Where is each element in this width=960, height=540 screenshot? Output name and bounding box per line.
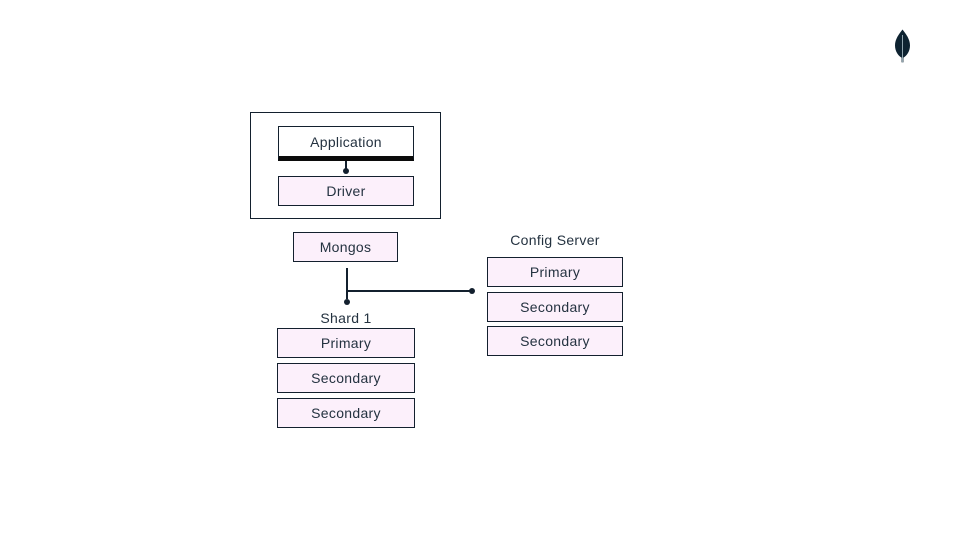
connector-application-driver	[345, 161, 347, 169]
config-secondary1-label: Secondary	[520, 299, 590, 315]
connector-mongos-shard1-endpoint	[343, 299, 350, 305]
config-secondary2-label: Secondary	[520, 333, 590, 349]
config-primary-node: Primary	[487, 257, 623, 287]
config-secondary2-node: Secondary	[487, 326, 623, 356]
shard1-primary-label: Primary	[320, 335, 372, 351]
config-primary-label: Primary	[529, 264, 581, 280]
shard1-primary-node: Primary	[277, 328, 415, 358]
application-node: Application	[278, 126, 414, 161]
shard1-secondary1-label: Secondary	[311, 370, 381, 386]
shard1-secondary1-node: Secondary	[277, 363, 415, 393]
connector-mongos-configserver-endpoint	[469, 287, 475, 294]
application-label: Application	[310, 133, 382, 150]
driver-label: Driver	[326, 183, 366, 199]
connector-application-driver-endpoint	[342, 168, 349, 174]
connector-mongos-shard1	[346, 268, 348, 299]
driver-node: Driver	[278, 176, 414, 206]
config-secondary1-node: Secondary	[487, 292, 623, 322]
shard1-title-label: Shard 1	[320, 310, 372, 326]
shard1-secondary2-node: Secondary	[277, 398, 415, 428]
mongodb-leaf-icon	[895, 29, 910, 63]
shard1-secondary2-label: Secondary	[311, 405, 381, 421]
shard1-title: Shard 1	[277, 310, 415, 326]
config-server-title: Config Server	[487, 232, 623, 248]
application-group-box	[250, 112, 441, 219]
mongos-label: Mongos	[319, 239, 372, 255]
config-server-title-label: Config Server	[510, 232, 600, 248]
connector-mongos-configserver	[347, 290, 470, 292]
mongos-node: Mongos	[293, 232, 398, 262]
